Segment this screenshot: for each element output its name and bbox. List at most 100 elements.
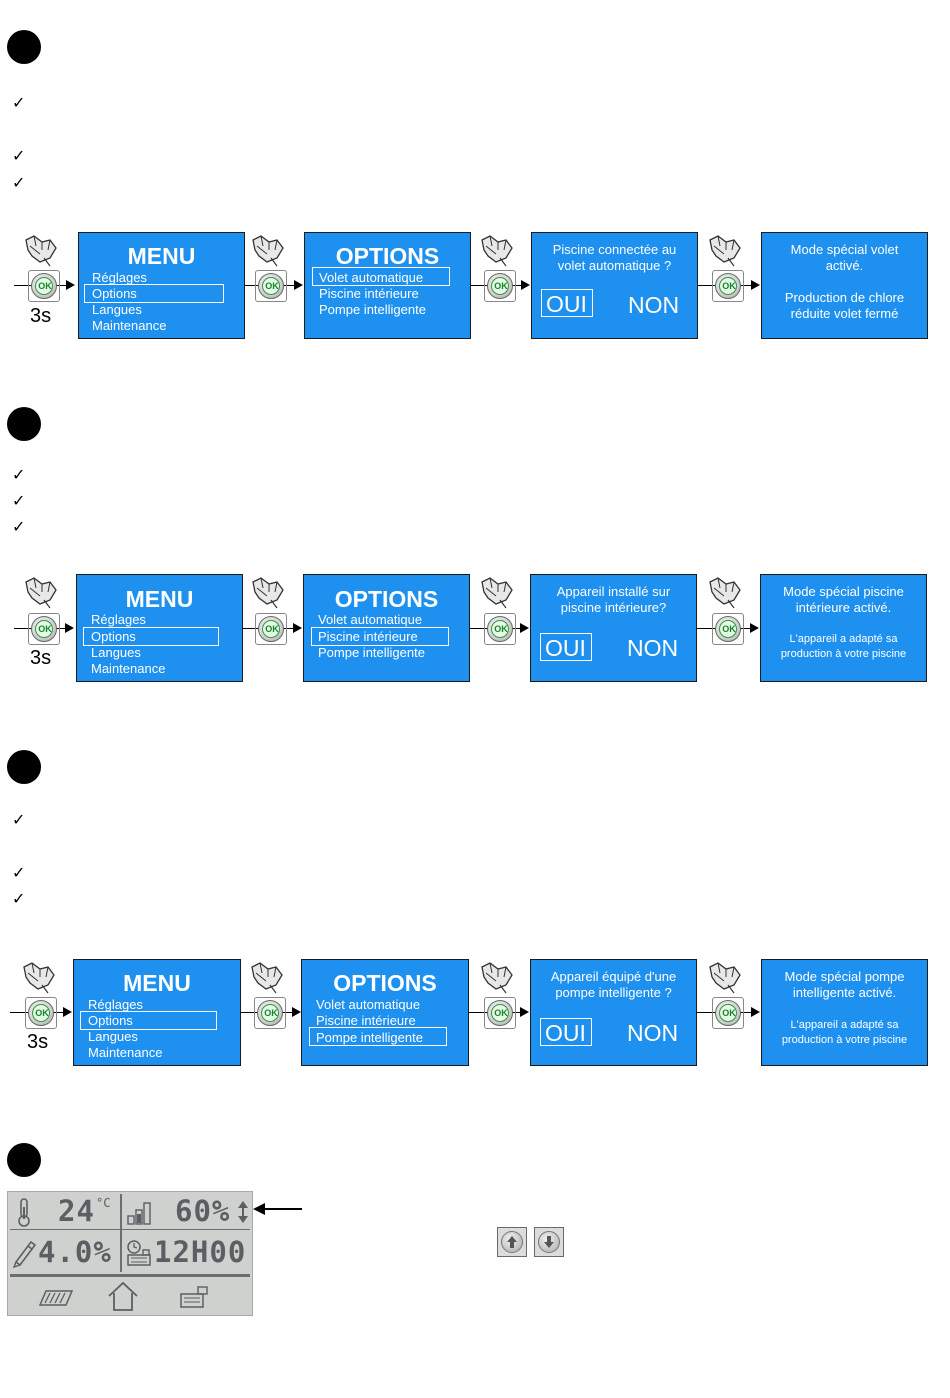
ok-button[interactable]: OK — [715, 1000, 741, 1026]
arrow-right-icon — [520, 1007, 529, 1017]
arrow-right-icon — [293, 623, 302, 633]
result-detail-line: L'appareil a adapté sa — [790, 1019, 899, 1031]
menu-item-langues[interactable]: Langues — [92, 302, 142, 317]
question-line: pompe intelligente ? — [555, 985, 672, 1000]
up-button[interactable] — [497, 1227, 527, 1257]
hand-press-icon — [251, 962, 283, 994]
ok-button[interactable]: OK — [31, 616, 57, 642]
hand-press-icon — [709, 577, 741, 609]
options-item-volet[interactable]: Volet automatique — [319, 270, 424, 285]
options-item-volet[interactable]: Volet automatique — [316, 997, 421, 1012]
options-title: OPTIONS — [334, 586, 439, 612]
ok-button[interactable]: OK — [487, 616, 513, 642]
lcd-divider — [10, 1229, 250, 1230]
menu-screen: MENU Réglages Options Langues Maintenanc… — [73, 959, 241, 1066]
menu-item-reglages[interactable]: Réglages — [88, 997, 143, 1012]
question-line: Appareil équipé d'une — [550, 969, 677, 984]
flow-piscine-interieure: OK OK OK OK 3s MENU Réglages Options Lan… — [0, 572, 950, 682]
ok-button[interactable]: OK — [258, 273, 284, 299]
menu-screen: MENU Réglages Options Langues Maintenanc… — [76, 574, 243, 682]
options-item-pompe[interactable]: Pompe intelligente — [318, 645, 425, 660]
check-icon: ✓ — [12, 465, 26, 484]
ok-bracket — [255, 613, 287, 645]
ok-button[interactable]: OK — [257, 1000, 283, 1026]
options-screen: OPTIONS Volet automatique Piscine intéri… — [303, 574, 470, 682]
options-item-piscine[interactable]: Piscine intérieure — [316, 1013, 416, 1028]
hand-press-icon — [709, 235, 741, 267]
result-title-line: Mode spécial piscine — [783, 584, 904, 599]
result-title-line: intérieure activé. — [795, 600, 892, 615]
no-option[interactable]: NON — [627, 635, 679, 661]
hand-press-icon — [481, 577, 513, 609]
menu-item-reglages[interactable]: Réglages — [92, 270, 147, 285]
menu-item-langues[interactable]: Langues — [88, 1029, 138, 1044]
ok-bracket — [484, 997, 516, 1029]
section-bullet-3 — [7, 750, 41, 784]
ok-bracket — [712, 270, 744, 302]
pump-settings-icon — [180, 1286, 208, 1308]
menu-selection-box — [80, 1011, 217, 1030]
result-line: réduite volet fermé — [790, 306, 899, 321]
hold-time-label: 3s — [30, 647, 52, 669]
options-item-piscine[interactable]: Piscine intérieure — [318, 629, 418, 644]
menu-item-maintenance[interactable]: Maintenance — [91, 661, 166, 676]
menu-item-maintenance[interactable]: Maintenance — [92, 318, 167, 333]
ok-button[interactable]: OK — [28, 1000, 54, 1026]
options-item-volet[interactable]: Volet automatique — [318, 612, 423, 627]
menu-item-options[interactable]: Options — [91, 629, 136, 644]
options-selection-box — [309, 1027, 447, 1046]
no-option[interactable]: NON — [628, 292, 680, 318]
arrow-right-icon — [65, 623, 74, 633]
menu-item-maintenance[interactable]: Maintenance — [88, 1045, 163, 1060]
yes-option[interactable]: OUI — [540, 1018, 592, 1046]
ok-button[interactable]: OK — [487, 1000, 513, 1026]
flow-volet-automatique: OK OK OK OK 3s MENU Réglages Options Lan… — [0, 230, 950, 340]
menu-item-options[interactable]: Options — [92, 286, 137, 301]
result-line: Production de chlore — [784, 290, 905, 305]
result-title-line: intelligente activé. — [792, 985, 897, 1000]
arrow-right-icon — [292, 1007, 301, 1017]
arrow-right-icon — [294, 280, 303, 290]
ok-button[interactable]: OK — [487, 273, 513, 299]
salt-probe-icon — [12, 1240, 37, 1268]
menu-item-reglages[interactable]: Réglages — [91, 612, 146, 627]
ok-bracket — [25, 997, 57, 1029]
question-line: Piscine connectée au — [552, 242, 677, 257]
question-line: Appareil installé sur — [556, 584, 671, 599]
ok-bracket — [28, 613, 60, 645]
ok-button[interactable]: OK — [258, 616, 284, 642]
hand-press-icon — [23, 962, 55, 994]
options-selection-box — [312, 267, 450, 286]
ok-button[interactable]: OK — [715, 616, 741, 642]
flow-pompe-intelligente: OK OK OK OK 3s MENU Réglages Options Lan… — [0, 957, 950, 1067]
down-button[interactable] — [534, 1227, 564, 1257]
options-item-pompe[interactable]: Pompe intelligente — [316, 1030, 423, 1045]
options-item-piscine[interactable]: Piscine intérieure — [319, 286, 419, 301]
check-icon: ✓ — [12, 810, 26, 829]
arrow-up-icon — [507, 1236, 517, 1248]
no-option[interactable]: NON — [627, 1020, 679, 1046]
check-icon: ✓ — [12, 173, 26, 192]
menu-item-options[interactable]: Options — [88, 1013, 133, 1028]
hand-press-icon — [709, 962, 741, 994]
options-item-pompe[interactable]: Pompe intelligente — [319, 302, 426, 317]
options-screen: OPTIONS Volet automatique Piscine intéri… — [304, 232, 471, 339]
ok-bracket — [484, 270, 516, 302]
question-screen: Piscine connectée au volet automatique ?… — [531, 232, 698, 339]
hold-time-label: 3s — [30, 305, 52, 327]
lcd-time: 12H00 — [154, 1235, 247, 1269]
yes-option[interactable]: OUI — [541, 289, 593, 317]
result-line: activé. — [825, 258, 864, 273]
arrow-right-icon — [750, 623, 759, 633]
ok-button[interactable]: OK — [715, 273, 741, 299]
yes-option[interactable]: OUI — [540, 633, 592, 661]
section-bullet-1 — [7, 30, 41, 64]
lcd-display: 24 °C 60% 4.0% 12H00 — [7, 1191, 253, 1316]
menu-item-langues[interactable]: Langues — [91, 645, 141, 660]
result-title-line: Mode spécial pompe — [784, 969, 905, 984]
ok-button[interactable]: OK — [31, 273, 57, 299]
home-icon[interactable] — [106, 1280, 140, 1312]
check-icon: ✓ — [12, 146, 26, 165]
menu-selection-box — [83, 627, 219, 646]
production-bars-icon — [127, 1202, 151, 1225]
